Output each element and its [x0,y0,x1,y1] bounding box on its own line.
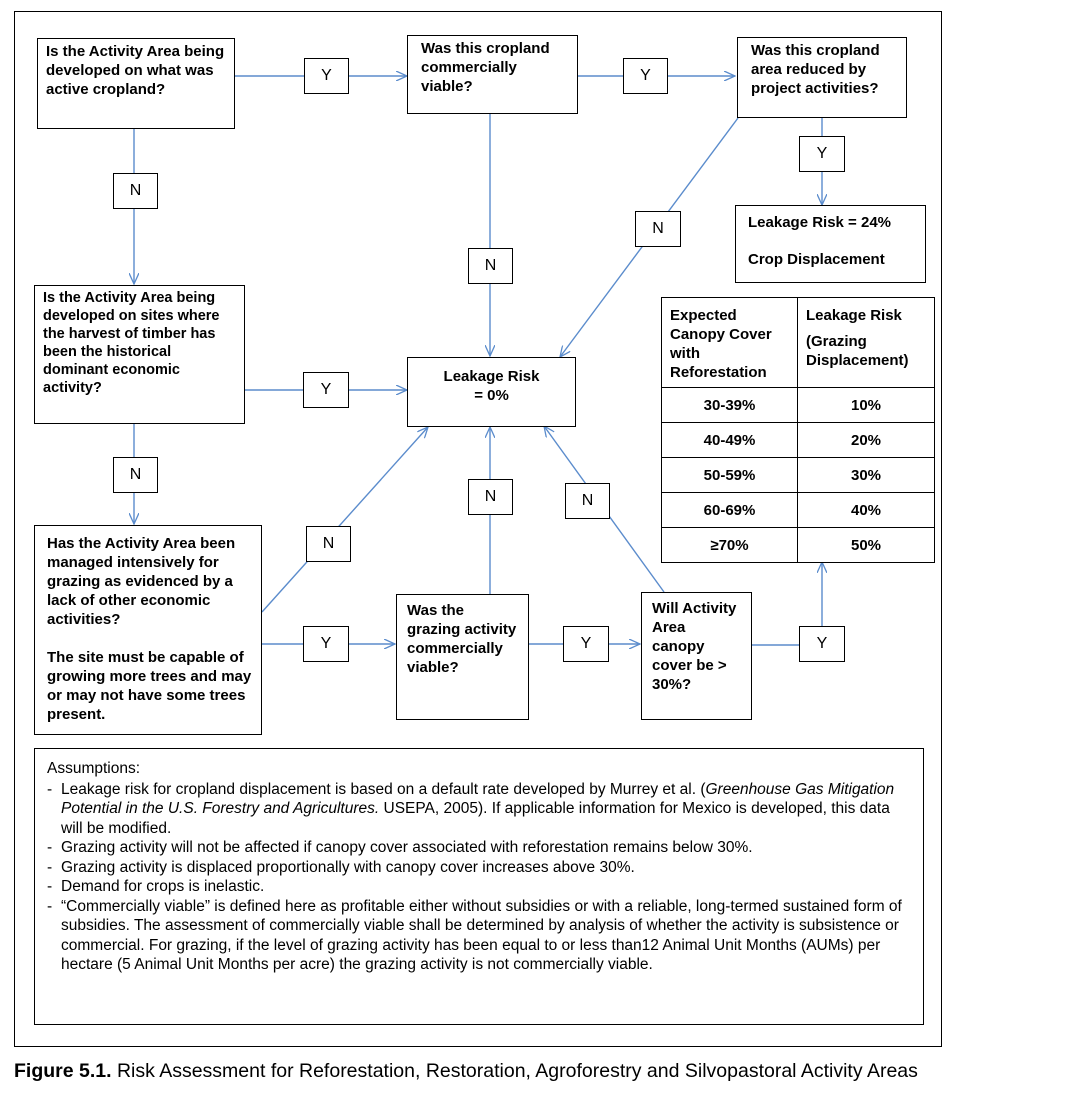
grazing-question-text: Has the Activity Area been managed inten… [47,535,236,628]
label-no-grazingviable: N [468,479,513,515]
table-cell-canopy: ≥70% [661,527,798,563]
assumption-3-text: Grazing activity is displaced proportion… [61,858,635,876]
figure-caption: Figure 5.1. Risk Assessment for Reforest… [14,1060,918,1083]
crop-displacement-label: Crop Displacement [748,251,885,268]
figure-frame [14,11,942,1047]
label-no-grazing: N [306,526,351,562]
table-row: 60-69% 40% [661,492,935,528]
table-cell-risk: 40% [797,492,935,528]
table-row: 40-49% 20% [661,422,935,458]
table-header-canopy: Expected Canopy Cover with Reforestation [661,297,798,388]
table-cell-canopy: 60-69% [661,492,798,528]
question-active-cropland: Is the Activity Area being developed on … [37,38,235,129]
table-header-risk: Leakage Risk (Grazing Displacement) [797,297,935,388]
crop-leakage-risk: Leakage Risk = 24% [748,214,892,231]
assumptions-heading: Assumptions: [47,760,141,777]
result-leakage-zero: Leakage Risk = 0% [407,357,576,427]
label-no-cropreduced: N [635,211,681,247]
label-yes-timber: Y [303,372,349,408]
table-header-risk-line1: Leakage Risk [806,307,902,324]
caption-text: Risk Assessment for Reforestation, Resto… [111,1060,918,1082]
assumption-5-text: “Commercially viable” is defined here as… [61,897,902,974]
list-item: “Commercially viable” is defined here as… [47,897,915,975]
label-no-cropviable: N [468,248,513,284]
assumption-1-text: Leakage risk for cropland displacement i… [61,780,706,798]
table-row: 50-59% 30% [661,457,935,493]
caption-label: Figure 5.1. [14,1060,112,1082]
label-yes-cropviable: Y [623,58,668,94]
label-yes-cropreduced: Y [799,136,845,172]
table-row: ≥70% 50% [661,527,935,563]
assumption-4-text: Demand for crops is inelastic. [61,878,265,895]
list-item: Demand for crops is inelastic. [47,877,915,897]
table-header-risk-line2: (Grazing Displacement) [806,333,909,369]
list-item: Leakage risk for cropland displacement i… [47,780,915,839]
table-cell-risk: 30% [797,457,935,493]
result-crop-displacement: Leakage Risk = 24% Crop Displacement [735,205,926,283]
list-item: Grazing activity will not be affected if… [47,838,915,858]
assumptions-list: Leakage risk for cropland displacement i… [47,780,915,975]
list-item: Grazing activity is displaced proportion… [47,858,915,878]
table-cell-risk: 50% [797,527,935,563]
label-yes-canopy: Y [799,626,845,662]
label-yes-cropland: Y [304,58,349,94]
assumption-1-citation: Greenhouse Gas Mitigation Potential in t… [61,780,895,818]
table-cell-risk: 10% [797,387,935,423]
table-cell-canopy: 50-59% [661,457,798,493]
assumption-2-text: Grazing activity will not be affected if… [61,839,753,856]
label-yes-grazingviable: Y [563,626,609,662]
question-canopy-cover: Will Activity Area canopy cover be > 30%… [641,592,752,720]
table-row: 30-39% 10% [661,387,935,423]
assumption-1-text-end: USEPA, 2005). If applicable information … [61,800,890,837]
table-cell-risk: 20% [797,422,935,458]
table-header-row: Expected Canopy Cover with Reforestation… [661,297,935,388]
leakage-zero-value: = 0% [474,387,509,404]
label-no-cropland: N [113,173,158,209]
question-cropland-commercially-viable: Was this cropland commercially viable? [407,35,578,114]
label-no-canopy: N [565,483,610,519]
table-cell-canopy: 30-39% [661,387,798,423]
question-cropland-reduced: Was this cropland area reduced by projec… [737,37,907,118]
grazing-leakage-table: Expected Canopy Cover with Reforestation… [661,297,935,563]
grazing-question-note: The site must be capable of growing more… [47,649,252,723]
label-yes-grazing: Y [303,626,349,662]
question-managed-for-grazing: Has the Activity Area been managed inten… [34,525,262,735]
leakage-zero-label: Leakage Risk [443,368,540,385]
assumptions-box: Assumptions: Leakage risk for cropland d… [34,748,924,1025]
question-grazing-commercially-viable: Was the grazing activity commercially vi… [396,594,529,720]
table-cell-canopy: 40-49% [661,422,798,458]
question-timber-harvest: Is the Activity Area being developed on … [34,285,245,424]
edge-grazing-no [261,427,428,613]
label-no-timber: N [113,457,158,493]
